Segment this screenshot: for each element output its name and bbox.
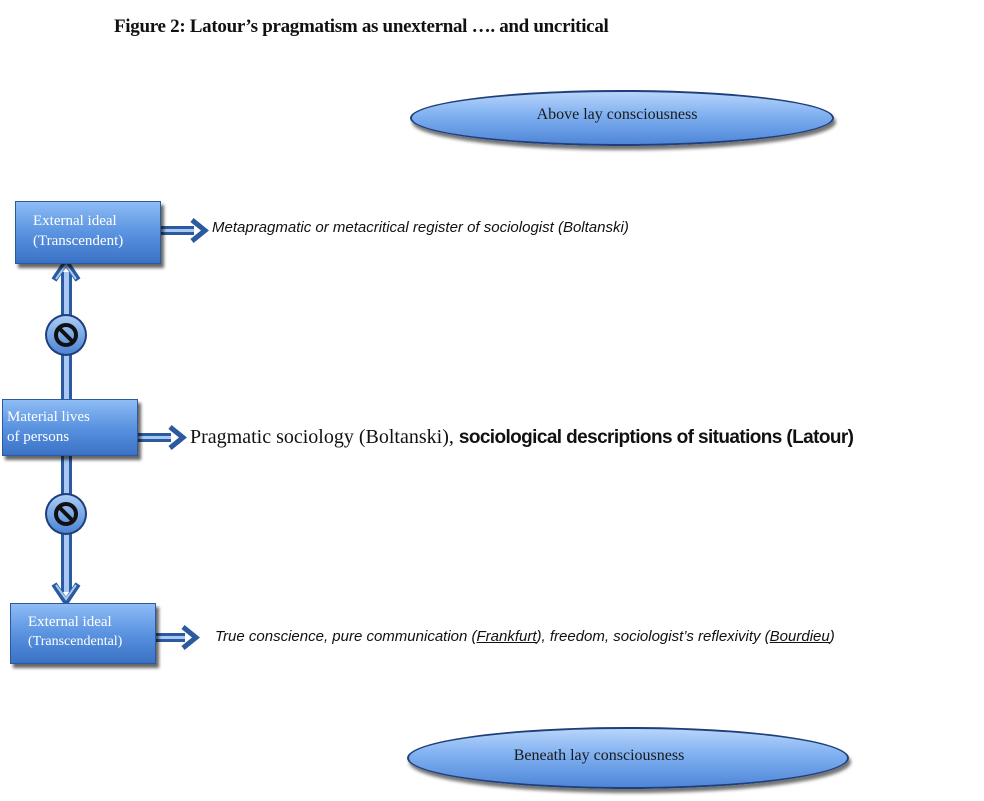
box-top-line1: External ideal <box>33 213 117 229</box>
box-external-ideal-transcendental: External ideal (Transcendental) <box>10 603 156 664</box>
ellipse-above-label: Above lay consciousness <box>536 106 698 123</box>
ellipse-beneath-lay-consciousness: Beneath lay consciousness <box>407 727 849 789</box>
label-pragmatic-bold: sociological descriptions of situations … <box>458 427 854 448</box>
box-bottom-line2: (Transcendental) <box>28 634 123 649</box>
prohibition-icon <box>45 493 87 535</box>
box-bottom-line1: External ideal <box>28 614 112 630</box>
box-middle-line1: Material lives <box>7 409 90 425</box>
box-external-ideal-transcendent: External ideal (Transcendent) <box>15 201 161 264</box>
label-bottom-bourdieu: Bourdieu <box>769 628 830 645</box>
label-pragmatic-sociology: Pragmatic sociology (Boltanski), sociolo… <box>190 426 854 449</box>
label-pragmatic-plain: Pragmatic sociology (Boltanski), <box>190 426 459 448</box>
label-metapragmatic-register: Metapragmatic or metacritical register o… <box>212 219 629 236</box>
label-true-conscience: True conscience, pure communication (Fra… <box>215 628 835 645</box>
figure-title: Figure 2: Latour’s pragmatism as unexter… <box>114 16 609 37</box>
arrow-right-icon <box>137 425 187 450</box>
arrow-right-icon <box>155 625 200 650</box>
box-middle-line2: of persons <box>7 429 70 445</box>
label-bottom-b: ), freedom, sociologist’s reflexivity ( <box>536 628 770 645</box>
box-material-lives: Material lives of persons <box>2 399 138 456</box>
arrow-right-icon <box>160 218 209 243</box>
label-bottom-frankfurt: Frankfurt <box>476 628 537 645</box>
label-bottom-c: ) <box>829 628 835 645</box>
ellipse-above-lay-consciousness: Above lay consciousness <box>410 90 834 146</box>
box-top-line2: (Transcendent) <box>33 233 124 249</box>
label-bottom-a: True conscience, pure communication ( <box>215 628 477 645</box>
prohibition-icon <box>45 314 87 356</box>
ellipse-beneath-label: Beneath lay consciousness <box>513 747 685 764</box>
